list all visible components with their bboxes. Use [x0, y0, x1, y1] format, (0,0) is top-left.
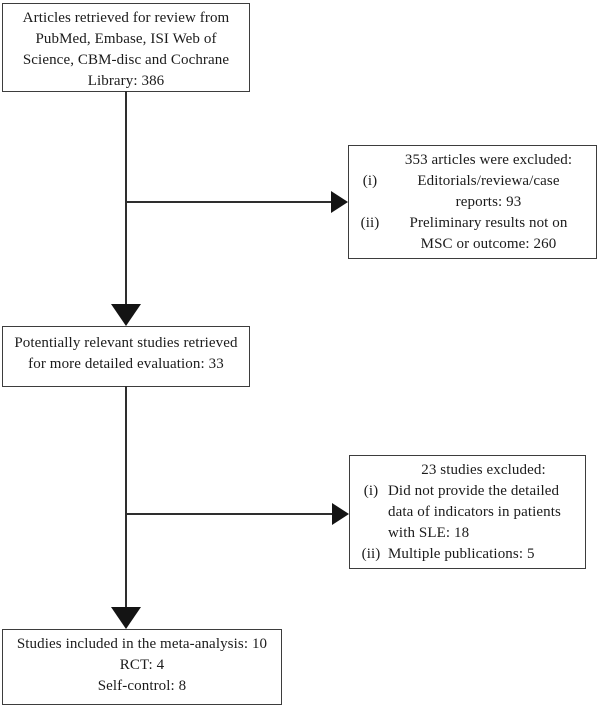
- connector-trunk-bottom: [125, 386, 127, 607]
- box-text-line: Articles retrieved for review from: [22, 10, 230, 26]
- box-text-line: Library: 386: [87, 73, 165, 89]
- box-text-line: Science, CBM-disc and Cochrane: [22, 52, 230, 68]
- list-marker: (ii): [360, 215, 380, 231]
- exclusion-item: (i) Did not provide the detailed data of…: [354, 481, 579, 544]
- arrowhead-right-icon: [331, 191, 348, 213]
- list-marker: (ii): [361, 546, 381, 562]
- list-marker: (i): [362, 173, 378, 189]
- box-text-line: RCT: 4: [119, 657, 165, 673]
- box-text-line: Potentially relevant studies retrieved: [14, 335, 238, 351]
- arrowhead-down-icon: [111, 304, 141, 326]
- box-text-line: for more detailed evaluation: 33: [28, 356, 224, 372]
- list-marker: (i): [363, 483, 379, 499]
- arrowhead-down-icon: [111, 607, 141, 629]
- flow-box-excluded-first: 353 articles were excluded: (i) Editoria…: [348, 145, 597, 259]
- exclusion-item-text: Preliminary results not on MSC or outcom…: [409, 215, 568, 252]
- arrowhead-right-icon: [332, 503, 349, 525]
- flow-box-excluded-second: 23 studies excluded: (i) Did not provide…: [349, 455, 586, 569]
- connector-branch-second: [126, 513, 332, 515]
- exclusion-item-text: Editorials/reviewa/case reports: 93: [417, 173, 560, 210]
- exclusion-item-text: Did not provide the detailed data of ind…: [388, 483, 561, 541]
- box-text-line: Self-control: 8: [97, 678, 187, 694]
- exclusion-item: (ii) Multiple publications: 5: [354, 544, 579, 565]
- exclusion-item: (ii) Preliminary results not on MSC or o…: [353, 213, 590, 255]
- exclusion-title: 353 articles were excluded:: [404, 152, 573, 168]
- flow-box-articles-retrieved: Articles retrieved for review from PubMe…: [2, 3, 250, 92]
- flow-box-relevant-studies: Potentially relevant studies retrieved f…: [2, 326, 250, 387]
- box-text-line: PubMed, Embase, ISI Web of: [35, 31, 217, 47]
- exclusion-item: (i) Editorials/reviewa/case reports: 93: [353, 171, 590, 213]
- flow-box-included-studies: Studies included in the meta-analysis: 1…: [2, 629, 282, 705]
- connector-trunk-top: [125, 91, 127, 304]
- box-text-line: Studies included in the meta-analysis: 1…: [16, 636, 268, 652]
- exclusion-title: 23 studies excluded:: [421, 462, 546, 478]
- exclusion-item-text: Multiple publications: 5: [388, 546, 535, 562]
- connector-branch-first: [126, 201, 332, 203]
